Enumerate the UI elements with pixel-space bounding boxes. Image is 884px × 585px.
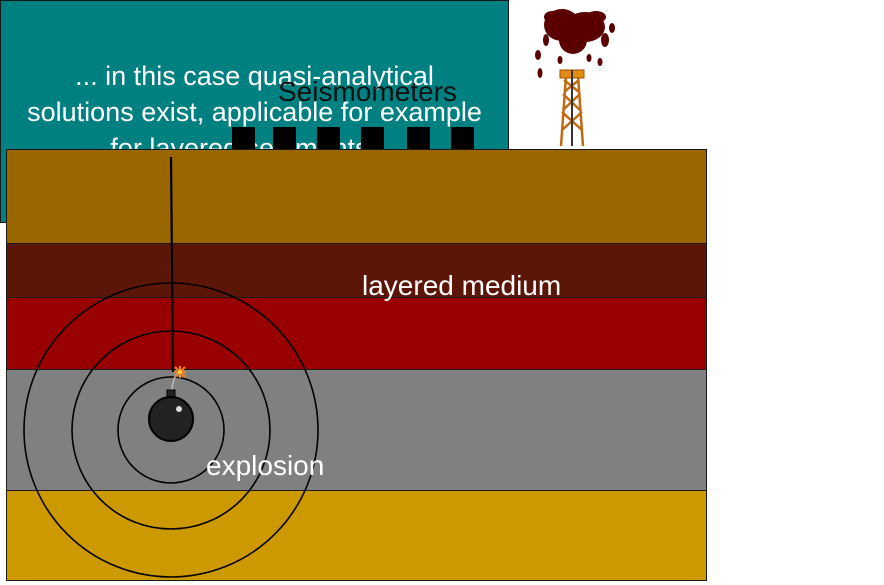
wavefront-middle [71,330,271,530]
seismometer-icon [317,127,340,149]
layer-gray [6,369,707,492]
seismometers-label: Seismometers [278,76,457,107]
layer-bottom [6,490,707,581]
seismometer-icon [451,127,474,149]
bomb-icon [148,366,194,442]
layer-top-sediment [6,149,707,245]
borehole-line [169,156,175,373]
seismometer-icon [232,127,255,149]
explosion-label: explosion [206,450,325,481]
layer-dark [6,243,707,299]
seismometer-icon [273,127,296,149]
seismometer-icon [407,127,430,149]
oil-derrick-icon [535,9,615,147]
seismometer-icon [361,127,384,149]
layered-medium-label: layered medium [362,270,562,301]
wavefront-outer [23,282,319,578]
wavefront-inner [117,376,225,484]
